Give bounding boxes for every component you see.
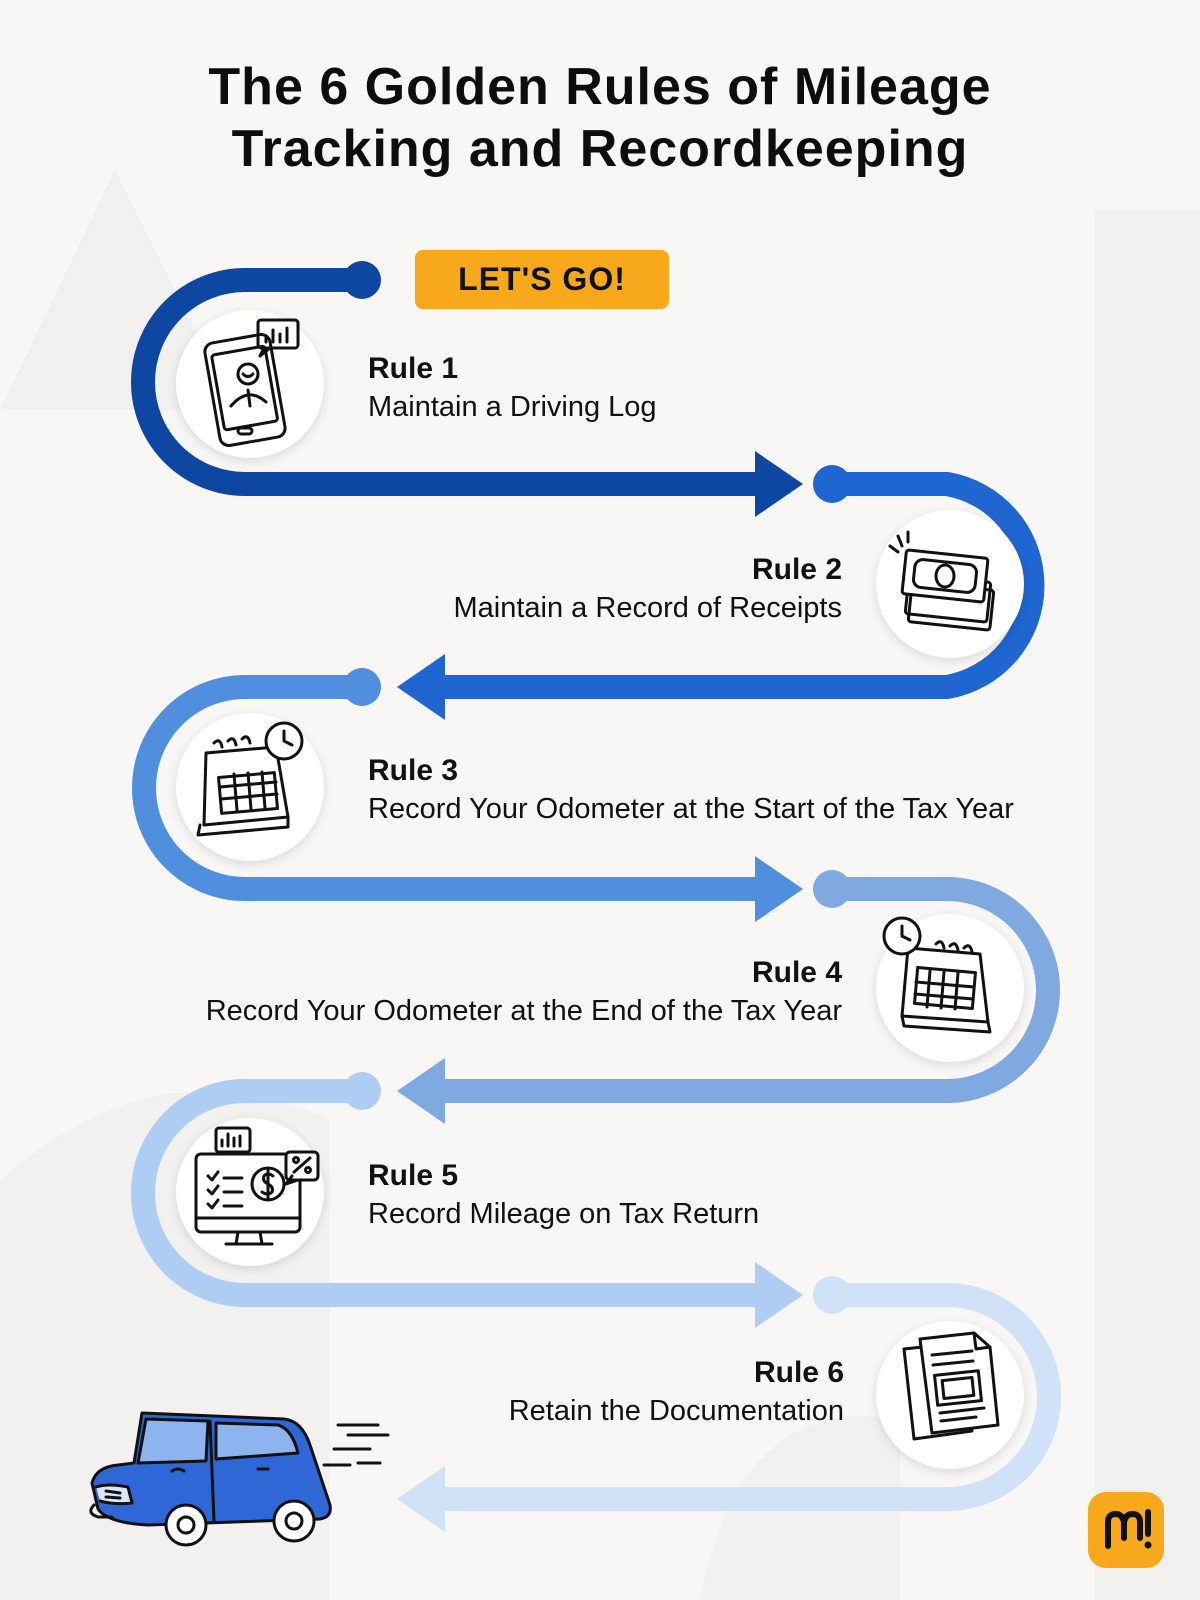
phone-report-icon — [203, 318, 300, 448]
arrow-left-4 — [397, 1058, 445, 1124]
documents-icon — [902, 1331, 1000, 1441]
arrow-right-1 — [755, 451, 803, 517]
money-stack-icon — [888, 530, 996, 632]
title-line-1: The 6 Golden Rules of Mileage — [208, 58, 992, 116]
rule-1-icon-circle — [176, 310, 324, 458]
arrow-right-5 — [755, 1262, 803, 1328]
brand-logo — [1088, 1492, 1164, 1568]
path-segment-3 — [132, 675, 760, 901]
path-start-dot-5 — [343, 1072, 381, 1110]
rule-5-icon-circle — [176, 1118, 324, 1266]
rule-4-text: Record Your Odometer at the End of the T… — [205, 995, 842, 1027]
arrow-right-3 — [755, 856, 803, 922]
rule-4: Rule 4 Record Your Odometer at the End o… — [122, 954, 842, 1030]
rule-1-number: Rule 1 — [368, 352, 459, 385]
path-segment-4 — [440, 877, 1060, 1103]
path-segment-2 — [440, 472, 1045, 699]
rule-6-icon-circle — [876, 1321, 1024, 1469]
arrow-left-2 — [397, 654, 445, 720]
path-segment-5 — [131, 1079, 760, 1307]
rule-5-text: Record Mileage on Tax Return — [368, 1198, 760, 1230]
rule-3: Rule 3 Record Your Odometer at the Start… — [368, 752, 1014, 828]
rule-2: Rule 2 Maintain a Record of Receipts — [282, 551, 842, 627]
rule-6-number: Rule 6 — [753, 1356, 844, 1389]
rule-1: Rule 1 Maintain a Driving Log — [368, 350, 657, 426]
computer-tax-icon — [194, 1126, 320, 1246]
page-title: The 6 Golden Rules of Mileage Tracking a… — [0, 56, 1200, 180]
arrow-left-6 — [397, 1466, 445, 1532]
lets-go-badge: LET'S GO! — [415, 250, 669, 309]
path-segment-6 — [440, 1283, 1061, 1511]
rule-2-number: Rule 2 — [751, 553, 842, 586]
calendar-clock-icon — [882, 916, 992, 1034]
path-segment-1 — [131, 268, 760, 496]
logo-mark-icon — [1105, 1509, 1152, 1549]
rule-4-number: Rule 4 — [751, 956, 842, 989]
rule-3-text: Record Your Odometer at the Start of the… — [368, 793, 1014, 825]
rule-5-number: Rule 5 — [368, 1159, 459, 1192]
rule-2-text: Maintain a Record of Receipts — [453, 592, 842, 624]
rule-1-text: Maintain a Driving Log — [368, 391, 657, 423]
rule-2-icon-circle — [876, 510, 1024, 658]
path-start-dot-4 — [813, 870, 851, 908]
calendar-clock-icon — [196, 721, 304, 837]
title-line-2: Tracking and Recordkeeping — [231, 120, 969, 178]
car-illustration — [89, 1411, 390, 1547]
rule-6-text: Retain the Documentation — [508, 1395, 844, 1427]
path-start-dot-2 — [813, 465, 851, 503]
rule-4-icon-circle — [876, 914, 1024, 1062]
rule-5: Rule 5 Record Mileage on Tax Return — [368, 1157, 759, 1233]
path-start-dot-3 — [343, 668, 381, 706]
path-start-dot-6 — [813, 1276, 851, 1314]
rule-3-number: Rule 3 — [368, 754, 459, 787]
path-start-dot-1 — [343, 261, 381, 299]
rule-3-icon-circle — [176, 713, 324, 861]
rule-6: Rule 6 Retain the Documentation — [284, 1354, 844, 1430]
